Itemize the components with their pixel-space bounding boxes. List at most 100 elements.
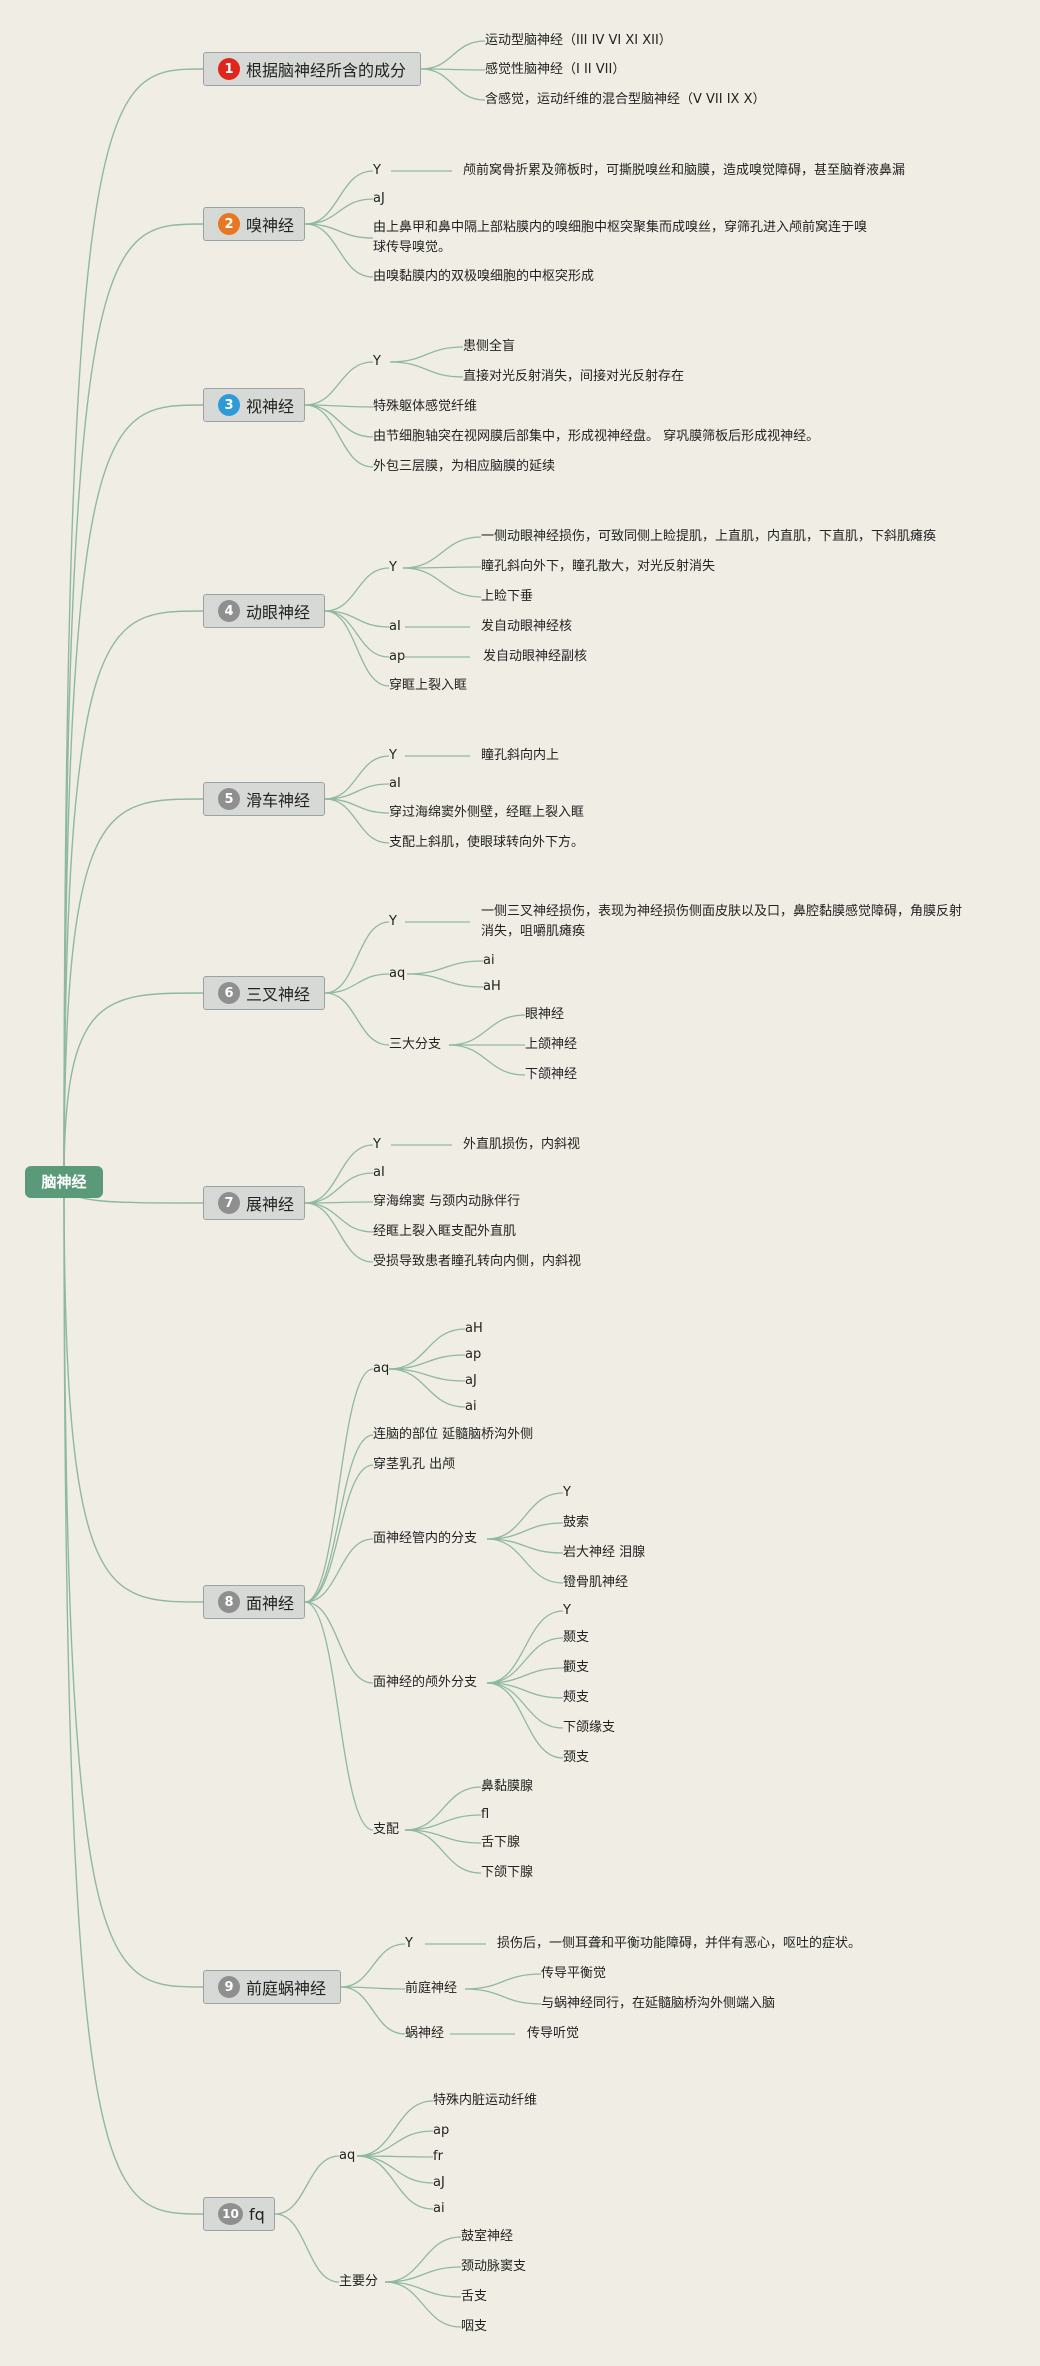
leaf-connection: 连脑的部位 延髓脑桥沟外侧 bbox=[373, 1427, 534, 1442]
leaf-f1: 鼻黏膜腺 bbox=[481, 1779, 534, 1794]
leaf-aq1: ai bbox=[483, 953, 495, 968]
number-badge: 5 bbox=[218, 788, 240, 810]
section-8-node[interactable]: 8 面神经 bbox=[203, 1585, 305, 1619]
leaf-aq5: ai bbox=[433, 2201, 445, 2216]
section-10-node[interactable]: 10 fq bbox=[203, 2197, 275, 2231]
leaf-cochlear: 蜗神经 bbox=[405, 2026, 445, 2041]
connector-curve bbox=[420, 68, 486, 101]
leaf-mixed-nerves: 含感觉，运动纤维的混合型脑神经（V VII IX X） bbox=[485, 92, 766, 107]
connector-curve bbox=[324, 610, 390, 658]
connector-curve bbox=[324, 783, 390, 800]
connector-curve bbox=[486, 1667, 564, 1684]
leaf-d4: 镫骨肌神经 bbox=[563, 1575, 629, 1590]
connector-curve bbox=[486, 1682, 564, 1729]
leaf-e4: 颊支 bbox=[563, 1690, 590, 1705]
leaf-aq3: aJ bbox=[465, 1373, 477, 1388]
connector-curve bbox=[406, 960, 484, 975]
leaf-al: aI bbox=[373, 1165, 385, 1180]
number-badge: 7 bbox=[218, 1192, 240, 1214]
connector-curve bbox=[388, 1354, 466, 1370]
section-1-node[interactable]: 1 根据脑神经所含的成分 bbox=[203, 52, 421, 86]
leaf-f2: fl bbox=[481, 1807, 490, 1822]
connector-curve bbox=[324, 755, 390, 800]
connector-curve bbox=[389, 346, 464, 363]
number-badge: 3 bbox=[218, 394, 240, 416]
leaf-b2: 颈动脉窦支 bbox=[461, 2259, 527, 2274]
leaf-y: Y bbox=[405, 1936, 413, 1951]
connector-curve bbox=[486, 1522, 564, 1540]
leaf-ophthalmic: 眼神经 bbox=[525, 1007, 565, 1022]
leaf-d1: Y bbox=[563, 1485, 571, 1500]
root-node[interactable]: 脑神经 bbox=[25, 1166, 103, 1198]
connector-curve bbox=[486, 1682, 564, 1759]
section-5-node[interactable]: 5 滑车神经 bbox=[203, 782, 325, 816]
leaf-motor-nerves: 运动型脑神经（III IV VI XI XII） bbox=[485, 33, 672, 48]
section-6-node[interactable]: 6 三叉神经 bbox=[203, 976, 325, 1010]
section-9-node[interactable]: 9 前庭蜗神经 bbox=[203, 1970, 341, 2004]
leaf-b2: 与蜗神经同行，在延髓脑桥沟外侧端入脑 bbox=[541, 1996, 776, 2011]
connector-curve bbox=[404, 1786, 482, 1831]
connector-curve bbox=[340, 1986, 406, 2035]
number-badge: 1 bbox=[218, 58, 240, 80]
connector-curve bbox=[274, 2155, 340, 2215]
connector-curve bbox=[304, 1368, 374, 1603]
connector-curve bbox=[464, 1988, 542, 2005]
leaf-optic-disc: 由节细胞轴突在视网膜后部集中，形成视神经盘。 穿巩膜筛板后形成视神经。 bbox=[373, 429, 820, 444]
leaf-path: 穿过海绵窦外侧壁，经眶上裂入眶 bbox=[389, 805, 585, 820]
number-badge: 4 bbox=[218, 600, 240, 622]
leaf-e2: 颞支 bbox=[563, 1630, 590, 1645]
root-connector bbox=[63, 798, 204, 1183]
leaf-y-detail: 外直肌损伤，内斜视 bbox=[463, 1137, 581, 1152]
connector-curve bbox=[304, 361, 374, 406]
connector-curve bbox=[304, 223, 374, 239]
leaf-meninges: 外包三层膜，为相应脑膜的延续 bbox=[373, 459, 556, 474]
section-4-node[interactable]: 4 动眼神经 bbox=[203, 594, 325, 628]
connector-curve bbox=[340, 1943, 406, 1988]
leaf-y1: 患侧全盲 bbox=[463, 339, 516, 354]
leaf-aj: aJ bbox=[373, 191, 385, 206]
leaf-aq2: ap bbox=[433, 2123, 450, 2138]
leaf-al: aI bbox=[389, 776, 401, 791]
connector-curve bbox=[304, 1202, 374, 1263]
root-connector bbox=[63, 1181, 204, 1603]
section-label: 动眼神经 bbox=[246, 603, 311, 622]
leaf-d2: 鼓索 bbox=[563, 1515, 590, 1530]
leaf-sensory-nerves: 感觉性脑神经（I II VII） bbox=[485, 62, 626, 77]
leaf-exit: 穿茎乳孔 出颅 bbox=[373, 1457, 456, 1472]
leaf-aq3: fr bbox=[433, 2149, 443, 2164]
section-label: fq bbox=[249, 2204, 265, 2224]
leaf-f4: 下颌下腺 bbox=[481, 1865, 534, 1880]
connector-curve bbox=[486, 1492, 564, 1540]
root-connector bbox=[63, 1181, 204, 2215]
section-label: 三叉神经 bbox=[246, 985, 311, 1004]
connector-curve bbox=[402, 567, 482, 598]
section-7-node[interactable]: 7 展神经 bbox=[203, 1186, 305, 1220]
section-label: 嗅神经 bbox=[246, 216, 295, 235]
root-connector bbox=[63, 223, 204, 1183]
leaf-aq2: ap bbox=[465, 1347, 482, 1362]
connector-curve bbox=[486, 1538, 564, 1554]
connector-curve bbox=[304, 198, 374, 225]
number-badge: 9 bbox=[218, 1976, 240, 1998]
leaf-fiber-type: 特殊躯体感觉纤维 bbox=[373, 399, 478, 414]
connector-curve bbox=[356, 2130, 434, 2157]
leaf-y: Y bbox=[373, 1137, 381, 1152]
connector-curve bbox=[388, 1368, 466, 1382]
connector-curve bbox=[448, 1044, 526, 1076]
leaf-main-branches: 主要分 bbox=[339, 2274, 379, 2289]
connector-curve bbox=[356, 2155, 434, 2184]
leaf-f3: 舌下腺 bbox=[481, 1835, 521, 1850]
section-2-node[interactable]: 2 嗅神经 bbox=[203, 207, 305, 241]
number-badge: 10 bbox=[218, 2203, 243, 2225]
leaf-sinus: 穿海绵窦 与颈内动脉伴行 bbox=[373, 1194, 521, 1209]
leaf-olfactory-path: 由上鼻甲和鼻中隔上部粘膜内的嗅细胞中枢突聚集而成嗅丝，穿筛孔进入颅前窝连于嗅球传… bbox=[373, 220, 868, 255]
leaf-aq4: aJ bbox=[433, 2175, 445, 2190]
leaf-orbit: 经眶上裂入眶支配外直肌 bbox=[373, 1224, 517, 1239]
leaf-y: Y bbox=[389, 748, 397, 763]
connector-curve bbox=[304, 223, 374, 278]
section-3-node[interactable]: 3 视神经 bbox=[203, 388, 305, 422]
leaf-innervation: 支配上斜肌，使眼球转向外下方。 bbox=[389, 835, 585, 850]
leaf-aq2: aH bbox=[483, 979, 501, 994]
leaf-e5: 下颌缘支 bbox=[563, 1720, 616, 1735]
connector-curve bbox=[356, 2100, 434, 2157]
